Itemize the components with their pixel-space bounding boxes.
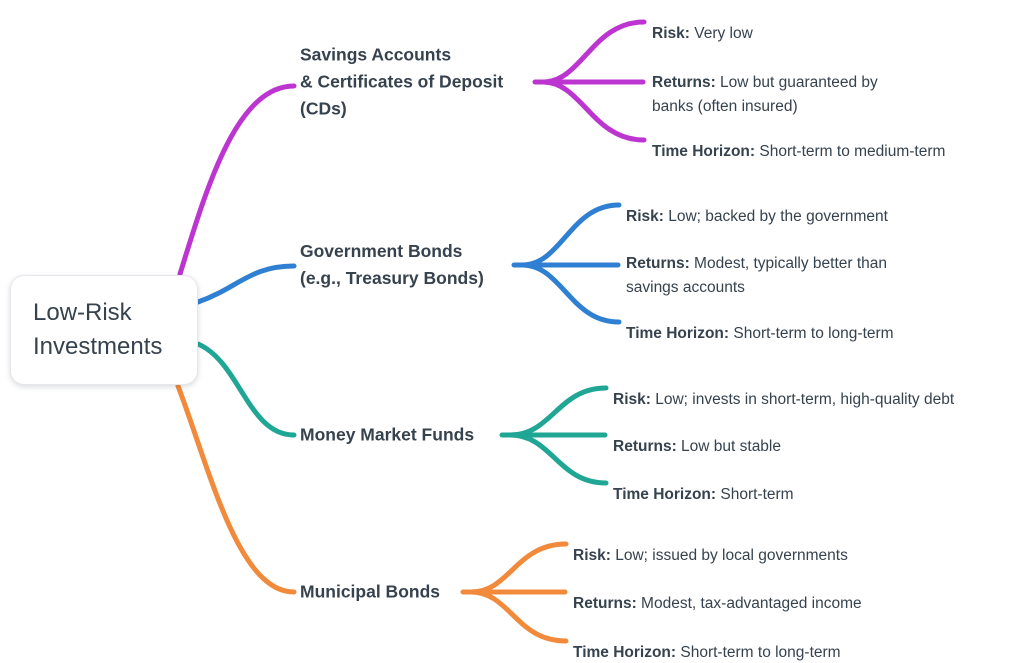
leaf-text: Low; backed by the government: [663, 208, 888, 225]
money-market-up-curve: [507, 385, 609, 438]
leaf-text: Low but stable: [676, 438, 781, 455]
savings-down-curve: [540, 79, 647, 143]
leaf-municipal-risk[interactable]: Risk: Low; issued by local governments: [573, 520, 848, 568]
leaf-prefix: Time Horizon:: [626, 325, 730, 342]
leaf-prefix: Returns:: [613, 438, 677, 455]
leaf-text: Low but guaranteed by banks (often insur…: [652, 74, 878, 115]
money-market-root-curve: [195, 341, 297, 438]
leaf-municipal-time-horizon[interactable]: Time Horizon: Short-term to long-term: [573, 617, 841, 663]
leaf-prefix: Risk:: [626, 208, 664, 225]
leaf-prefix: Risk:: [573, 547, 611, 564]
government-down-curve: [519, 262, 622, 325]
root-node[interactable]: Low-Risk Investments: [10, 275, 198, 385]
leaf-text: Short-term to medium-term: [755, 143, 946, 160]
leaf-money-market-time-horizon[interactable]: Time Horizon: Short-term: [613, 459, 794, 507]
leaf-money-market-returns[interactable]: Returns: Low but stable: [613, 411, 781, 459]
leaf-text: Modest, typically better than savings ac…: [626, 255, 888, 296]
leaf-municipal-returns[interactable]: Returns: Modest, tax-advantaged income: [573, 568, 862, 616]
government-root-curve: [195, 263, 297, 305]
leaf-money-market-risk[interactable]: Risk: Low; invests in short-term, high-q…: [613, 364, 954, 412]
leaf-text: Low; issued by local governments: [610, 547, 848, 564]
government-up-curve: [519, 202, 622, 268]
leaf-prefix: Risk:: [613, 391, 651, 408]
branch-label-government-bonds[interactable]: Government Bonds (e.g., Treasury Bonds): [300, 241, 484, 288]
leaf-text: Low; invests in short-term, high-quality…: [650, 391, 955, 408]
municipal-root-curve: [175, 383, 297, 595]
leaf-prefix: Returns:: [573, 595, 637, 612]
leaf-prefix: Returns:: [652, 74, 716, 91]
root-title: Low-Risk Investments: [33, 299, 163, 360]
savings-up-curve: [540, 19, 647, 85]
branch-label-money-market-funds[interactable]: Money Market Funds: [300, 424, 475, 445]
leaf-text: Very low: [689, 25, 753, 42]
municipal-down-curve: [468, 589, 569, 644]
leaf-government-returns[interactable]: Returns: Modest, typically better than s…: [626, 228, 887, 300]
leaf-government-time-horizon[interactable]: Time Horizon: Short-term to long-term: [626, 298, 894, 346]
leaf-prefix: Time Horizon:: [573, 644, 677, 661]
leaf-savings-risk[interactable]: Risk: Very low: [652, 0, 753, 46]
leaf-government-risk[interactable]: Risk: Low; backed by the government: [626, 181, 888, 229]
leaf-prefix: Risk:: [652, 25, 690, 42]
branch-label-savings-cds[interactable]: Savings Accounts & Certificates of Depos…: [300, 44, 504, 119]
leaf-prefix: Time Horizon:: [652, 143, 756, 160]
leaf-text: Short-term: [716, 486, 794, 503]
savings-root-curve: [177, 83, 297, 277]
money-market-down-curve: [507, 432, 609, 486]
municipal-up-curve: [468, 541, 569, 595]
leaf-savings-returns[interactable]: Returns: Low but guaranteed by banks (of…: [652, 47, 878, 119]
leaf-text: Modest, tax-advantaged income: [636, 595, 862, 612]
leaf-text: Short-term to long-term: [676, 644, 841, 661]
leaf-prefix: Returns:: [626, 255, 690, 272]
leaf-savings-time-horizon[interactable]: Time Horizon: Short-term to medium-term: [652, 116, 945, 164]
leaf-text: Short-term to long-term: [729, 325, 894, 342]
leaf-prefix: Time Horizon:: [613, 486, 717, 503]
branch-label-municipal-bonds[interactable]: Municipal Bonds: [300, 581, 440, 602]
